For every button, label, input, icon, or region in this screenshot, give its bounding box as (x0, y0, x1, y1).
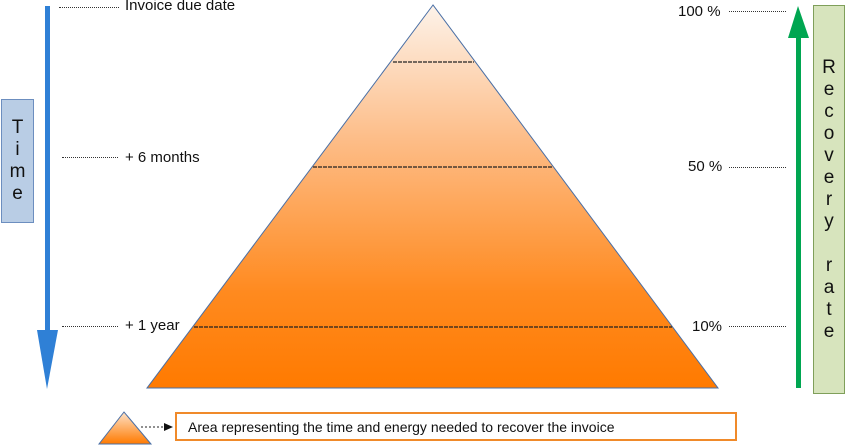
vertical-letter: e (823, 320, 835, 342)
vertical-letter: R (822, 56, 836, 78)
legend-triangle-icon (97, 411, 153, 445)
vertical-letter: v (824, 144, 834, 166)
label-10-percent: 10% (692, 318, 723, 335)
vertical-letter: m (9, 161, 26, 182)
leader-due-date (59, 7, 119, 8)
leader-6-months (62, 157, 118, 158)
vertical-letter: e (12, 183, 23, 204)
vertical-letter: e (823, 78, 835, 100)
vertical-letter: a (823, 276, 835, 298)
leader-100 (729, 11, 786, 12)
label-50-percent: 50 % (688, 158, 723, 175)
label-100-percent: 100 % (678, 3, 721, 20)
leader-1-year (62, 326, 118, 327)
vertical-letter: r (825, 254, 833, 276)
vertical-letter: t (826, 298, 832, 320)
label-6-months: + 6 months (125, 149, 200, 166)
leader-10 (729, 326, 786, 327)
vertical-letter: e (823, 166, 835, 188)
label-invoice-due-date: Invoice due date (125, 0, 236, 14)
vertical-letter: y (824, 210, 834, 232)
vertical-letter: o (823, 122, 835, 144)
vertical-letter (826, 233, 831, 255)
legend-arrow-head-icon (164, 423, 173, 431)
vertical-letter: i (15, 139, 20, 160)
legend-text-box: Area representing the time and energy ne… (175, 412, 737, 441)
vertical-letter: c (824, 100, 834, 122)
leader-50 (729, 167, 786, 168)
recovery-arrow (788, 6, 809, 388)
vertical-letter: r (825, 188, 833, 210)
legend-text: Area representing the time and energy ne… (188, 418, 615, 435)
time-arrow (37, 6, 58, 389)
vertical-letter: T (11, 117, 24, 138)
effort-pyramid (146, 4, 719, 389)
label-1-year: + 1 year (125, 317, 180, 334)
